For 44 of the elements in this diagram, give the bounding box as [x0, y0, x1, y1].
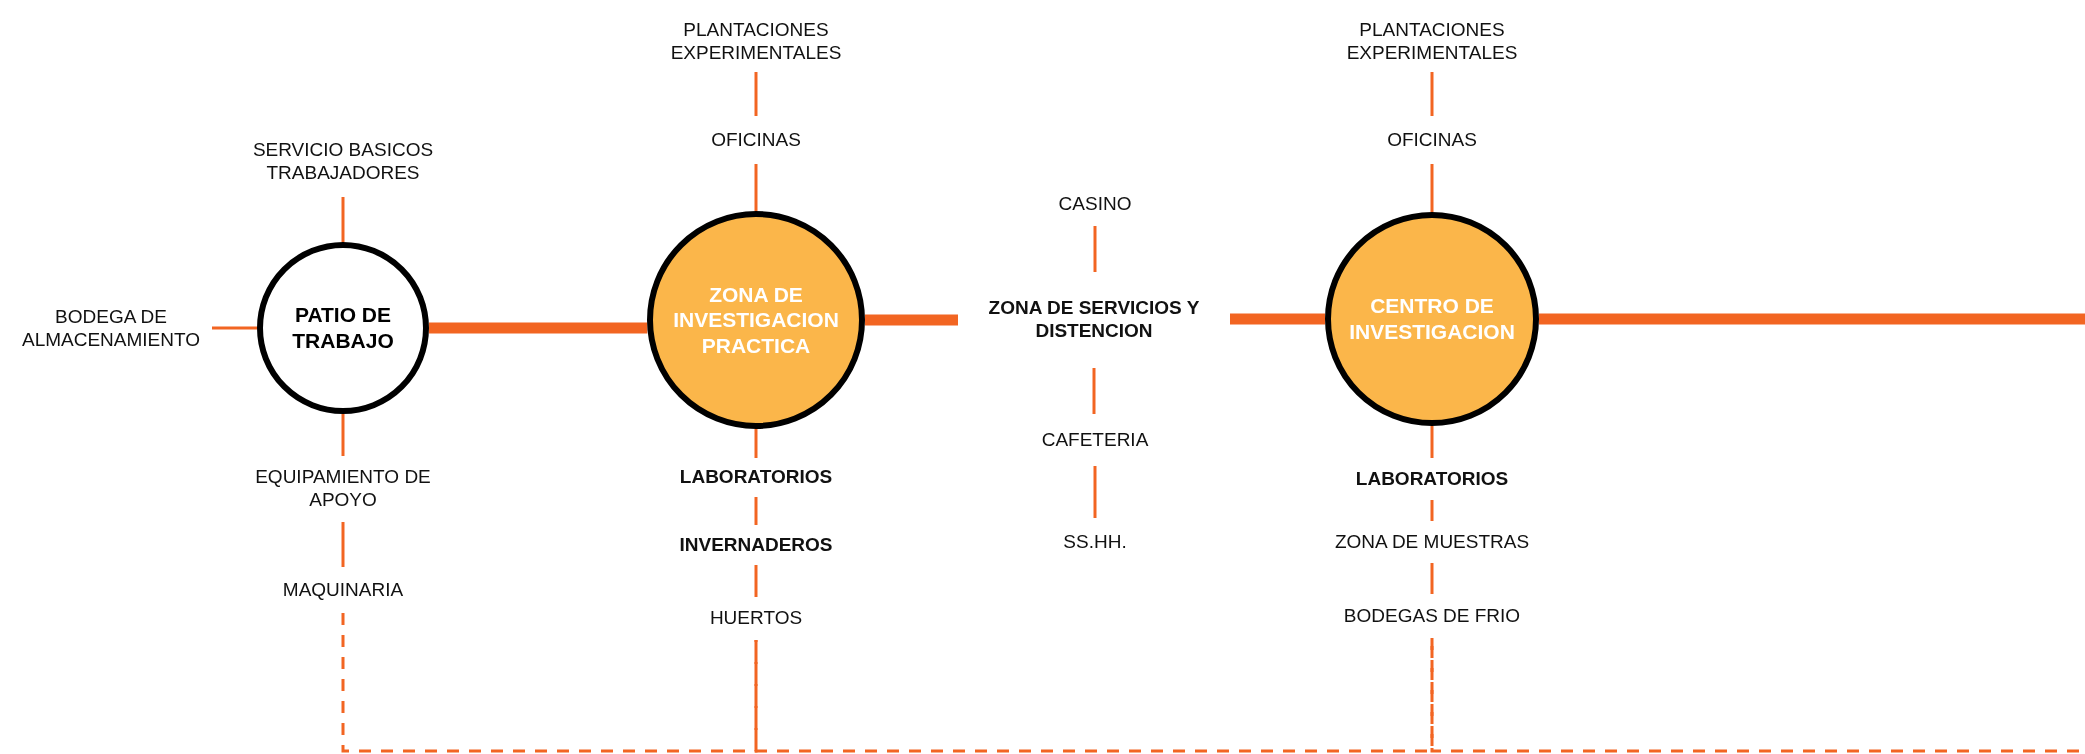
space-label: BODEGAS DE FRIO — [1343, 604, 1521, 628]
connector-line — [1430, 500, 1434, 521]
thick-connector — [865, 314, 958, 326]
space-label: PLANTACIONES EXPERIMENTALES — [669, 19, 843, 65]
connector-line — [754, 429, 758, 458]
connector-line — [1093, 466, 1097, 518]
connector-line — [754, 164, 758, 211]
thick-connector — [429, 322, 648, 334]
connector-line — [212, 326, 257, 330]
space-label: OFICINAS — [1387, 128, 1477, 152]
connector-line — [341, 522, 345, 567]
space-label: OFICINAS — [711, 128, 801, 152]
space-label: ZONA DE MUESTRAS — [1334, 530, 1530, 554]
thick-connector — [1230, 313, 1325, 325]
space-label: SS.HH. — [1063, 531, 1127, 554]
zone-title: ZONA DE INVESTIGACION PRACTICA — [672, 281, 840, 359]
dashed-connector — [341, 613, 758, 753]
space-label: SERVICIO BASICOS TRABAJADORES — [251, 138, 435, 185]
connector-line — [1430, 426, 1434, 458]
zone-title: CENTRO DE INVESTIGACION — [1348, 293, 1516, 345]
connector-line — [1430, 164, 1434, 212]
space-label: CAFETERIA — [1041, 428, 1149, 452]
zone-label: ZONA DE SERVICIOS Y DISTENCION — [987, 297, 1201, 343]
thick-connector — [1539, 313, 2085, 325]
connector-line — [341, 197, 345, 242]
space-label: MAQUINARIA — [282, 578, 404, 602]
space-label: HUERTOS — [709, 607, 803, 630]
zone-label: LABORATORIOS — [1355, 467, 1509, 491]
connector-line — [1093, 226, 1097, 272]
connector-line — [1430, 563, 1434, 594]
zone-label: LABORATORIOS — [679, 466, 833, 489]
connector-line — [1092, 368, 1096, 414]
connector-line — [754, 497, 758, 525]
space-label: BODEGA DE ALMACENAMIENTO — [20, 306, 202, 352]
zone-title: PATIO DE TRABAJO — [291, 302, 395, 354]
dashed-connector — [754, 638, 1434, 753]
connector-line — [754, 72, 758, 116]
space-label: PLANTACIONES EXPERIMENTALES — [1345, 19, 1519, 65]
connector-line — [754, 565, 758, 597]
space-label: EQUIPAMIENTO DE APOYO — [254, 466, 432, 512]
space-label: CASINO — [1058, 193, 1132, 216]
connector-line — [341, 414, 345, 456]
connector-line — [1430, 72, 1434, 116]
zone-label: INVERNADEROS — [679, 533, 833, 557]
